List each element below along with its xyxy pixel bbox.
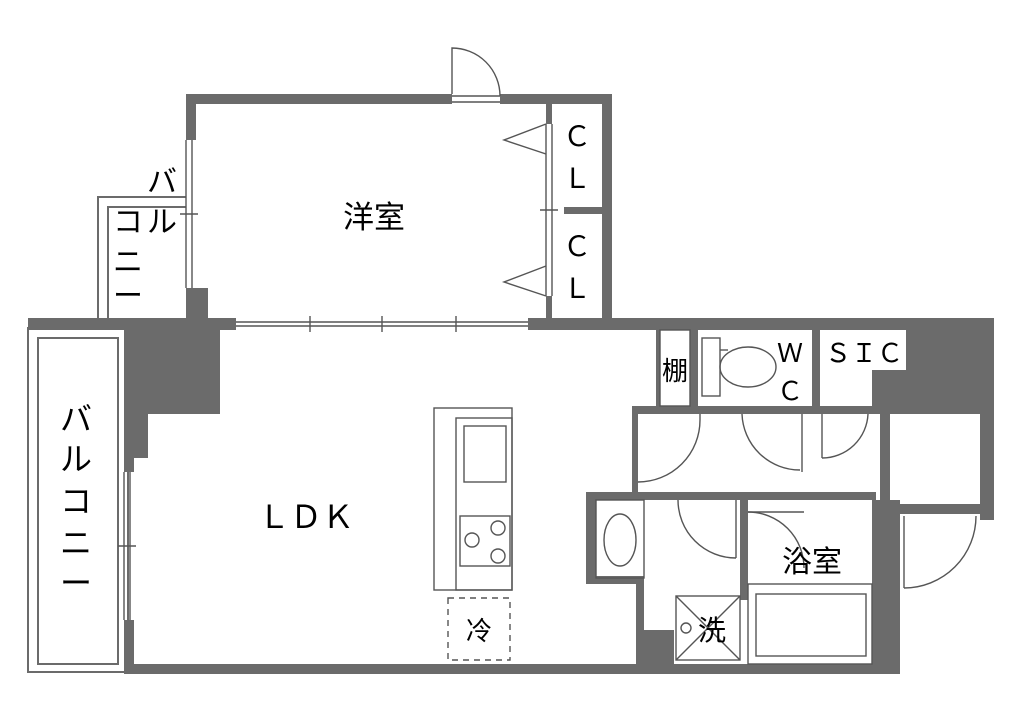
balcony-large-label: ニ bbox=[60, 524, 92, 562]
wc-label: Ｗ bbox=[777, 339, 803, 369]
washer-label: 洗 bbox=[698, 614, 726, 647]
wc-label: Ｃ bbox=[777, 377, 803, 407]
sic-label: ＳＩＣ bbox=[825, 339, 903, 369]
balcony-small-label: ー bbox=[113, 279, 143, 314]
fridge-label: 冷 bbox=[466, 617, 492, 647]
western-room-label: 洋室 bbox=[343, 200, 405, 236]
kitchen-counter bbox=[433, 407, 513, 591]
bath-label: 浴室 bbox=[782, 545, 842, 580]
balcony-small bbox=[97, 196, 186, 318]
closet-label-1: Ｃ bbox=[563, 120, 591, 153]
balcony-large-label: ー bbox=[60, 564, 92, 602]
walls bbox=[28, 94, 994, 674]
balcony-large-label: コ bbox=[60, 482, 92, 520]
closet-label-2: Ｌ bbox=[563, 272, 591, 305]
shelf-space bbox=[659, 329, 691, 407]
balcony-small-label: バ bbox=[147, 165, 177, 200]
balcony-large-label: バ bbox=[60, 400, 92, 438]
balcony-small-label: コ bbox=[113, 205, 143, 240]
bathtub bbox=[747, 583, 873, 665]
wash-basin bbox=[595, 499, 645, 579]
ldk-label: ＬＤＫ bbox=[258, 498, 354, 536]
closet-label-1: Ｌ bbox=[563, 162, 591, 195]
closet-label-2: Ｃ bbox=[563, 230, 591, 263]
shelf-label: 棚 bbox=[662, 357, 688, 387]
balcony-small-label: ニ bbox=[113, 245, 143, 280]
toilet bbox=[701, 337, 777, 397]
balcony-large-label: ル bbox=[60, 440, 92, 478]
doors bbox=[236, 47, 977, 589]
windows bbox=[118, 124, 558, 620]
washer-space bbox=[675, 595, 741, 661]
fridge-space bbox=[447, 597, 511, 661]
balcony-small-label: ル bbox=[147, 205, 177, 240]
